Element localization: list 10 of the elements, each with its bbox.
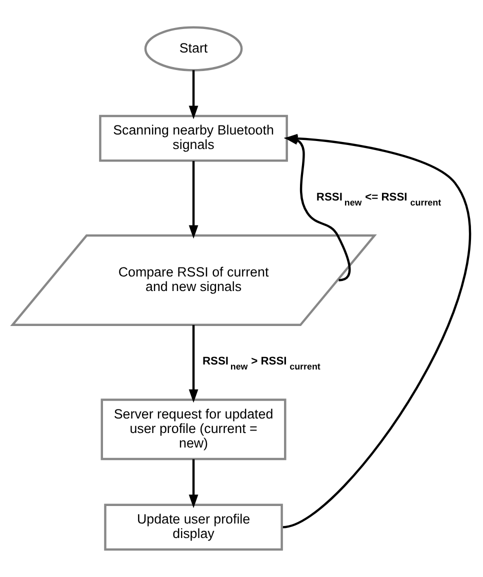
node-ellipse: Start xyxy=(144,26,243,72)
arrow xyxy=(188,160,198,239)
arrow xyxy=(188,325,198,403)
edge-label: RSSI$_{new}$ > RSSI$_{current}$ xyxy=(202,356,320,372)
edge-label: RSSI$_{new}$ <= RSSI$_{current}$ xyxy=(316,191,442,208)
node-box: Scanning nearby Bluetooth signals xyxy=(99,114,288,162)
node-box: Update user profile display xyxy=(104,504,283,551)
arrow xyxy=(188,459,198,508)
arrow xyxy=(188,70,198,120)
node-box: Server request for updated user profile (current = new) xyxy=(100,398,286,460)
